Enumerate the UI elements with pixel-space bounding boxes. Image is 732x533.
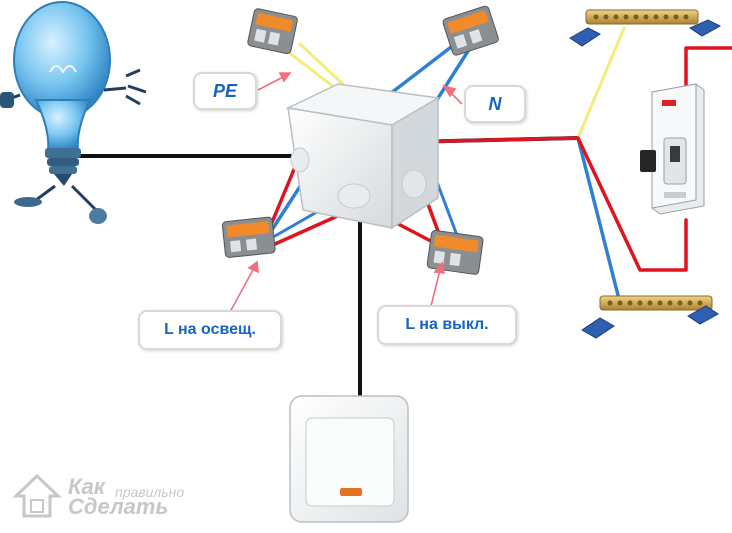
house-logo-icon	[12, 473, 62, 518]
watermark: Как правильно Сделать	[12, 472, 227, 524]
din-busbar-icon	[569, 9, 722, 47]
label-pointers	[229, 72, 463, 313]
circuit-breaker-icon	[640, 83, 705, 215]
junction-box-icon	[285, 83, 441, 230]
pe-label-text: PE	[212, 80, 237, 101]
wago-connector-icon	[426, 230, 484, 275]
watermark-pravilno: правильно	[115, 484, 185, 500]
l-switch-label: L на выкл.	[377, 305, 517, 345]
l-switch-pointer	[429, 269, 441, 311]
l-light-label: L на освещ.	[138, 310, 282, 350]
l-wire-3	[403, 136, 688, 272]
l-wire-4	[684, 46, 732, 92]
n-label: N	[464, 85, 526, 123]
din-busbar-icon	[581, 295, 719, 339]
light-bulb-icon	[0, 1, 147, 224]
l-switch-label-text: L на выкл.	[405, 316, 489, 333]
l-light-pointer	[229, 267, 255, 313]
watermark-sdelat: Сделать	[68, 494, 169, 519]
pe-pointer	[257, 75, 286, 91]
wago-connector-icon	[247, 8, 298, 55]
l-light-label-text: L на освещ.	[164, 321, 256, 338]
wago-connector-icon	[442, 5, 499, 56]
pe-label: PE	[193, 72, 257, 110]
wago-connector-icon	[221, 216, 276, 258]
wall-switch-icon	[289, 395, 409, 523]
watermark-kak: Как	[68, 474, 105, 499]
n-label-text: N	[488, 93, 502, 114]
